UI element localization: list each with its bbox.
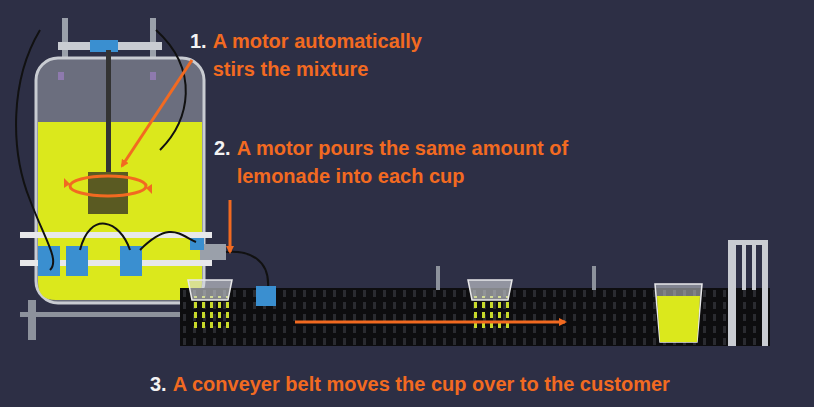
callout-text: A motor automatically stirs the mixture — [213, 27, 463, 83]
cups — [188, 280, 702, 342]
callout: 3.A conveyer belt moves the cup over to … — [150, 370, 670, 398]
conveyor-belt — [180, 240, 770, 346]
callout-number: 1. — [190, 27, 207, 55]
callout-text: A conveyer belt moves the cup over to th… — [173, 370, 670, 398]
leader-arrow — [122, 60, 192, 166]
callout: 1.A motor automatically stirs the mixtur… — [190, 27, 463, 83]
callout-number: 3. — [150, 370, 167, 398]
callout-text: A motor pours the same amount of lemonad… — [237, 134, 607, 190]
callout-number: 2. — [214, 134, 231, 162]
callout: 2.A motor pours the same amount of lemon… — [214, 134, 607, 190]
leader-arrow — [229, 200, 232, 252]
